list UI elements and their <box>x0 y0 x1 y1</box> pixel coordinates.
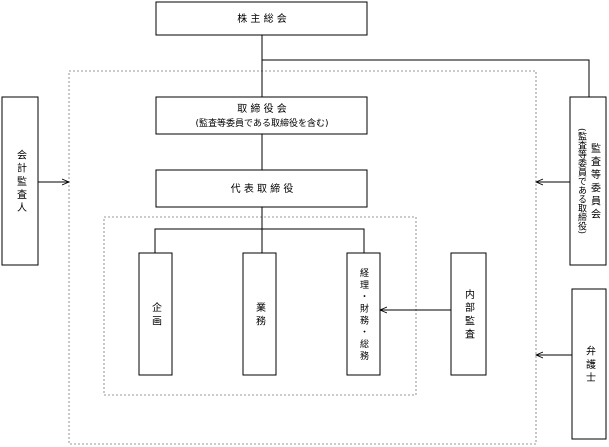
planning-label: 企 画 <box>150 301 162 326</box>
internal-audit-box <box>450 252 487 376</box>
internal-audit-label: 内 部 監 査 <box>463 288 475 339</box>
board-title-label: 取 締 役 会 <box>237 102 287 115</box>
operations-box <box>242 252 277 376</box>
accounting-finance-label: 経 理 ・ 財 務 ・ 総 務 <box>358 267 369 361</box>
audit-committee-main-label: 監 査 等 委 員 会 <box>589 142 601 220</box>
company-boundary <box>68 70 537 445</box>
accounting-auditor-label: 会 計 監 査 人 <box>15 148 27 212</box>
departments-boundary <box>103 216 417 396</box>
accounting-finance-box <box>346 252 381 376</box>
connectors <box>38 35 590 355</box>
shareholders-to-audit-committee-line <box>262 59 590 97</box>
audit-committee-sub-label: (監査等委員である取締役) <box>576 128 587 234</box>
representative-director-label: 代 表 取 締 役 <box>231 182 294 195</box>
operations-label: 業 務 <box>254 301 266 326</box>
board-subtitle-label: (監査等委員である取締役を含む) <box>196 117 329 129</box>
board-of-directors-box <box>155 96 368 135</box>
planning-box <box>138 252 173 376</box>
representative-director-box <box>155 169 368 208</box>
lawyer-box <box>571 288 607 440</box>
audit-committee-box <box>569 96 607 266</box>
shareholders-meeting-box <box>155 1 368 36</box>
branch-to-planning-line <box>154 228 365 253</box>
shareholders-meeting-label: 株 主 総 会 <box>237 12 287 25</box>
accounting-auditor-box <box>1 96 39 266</box>
lawyer-label: 弁 護 士 <box>584 345 596 383</box>
